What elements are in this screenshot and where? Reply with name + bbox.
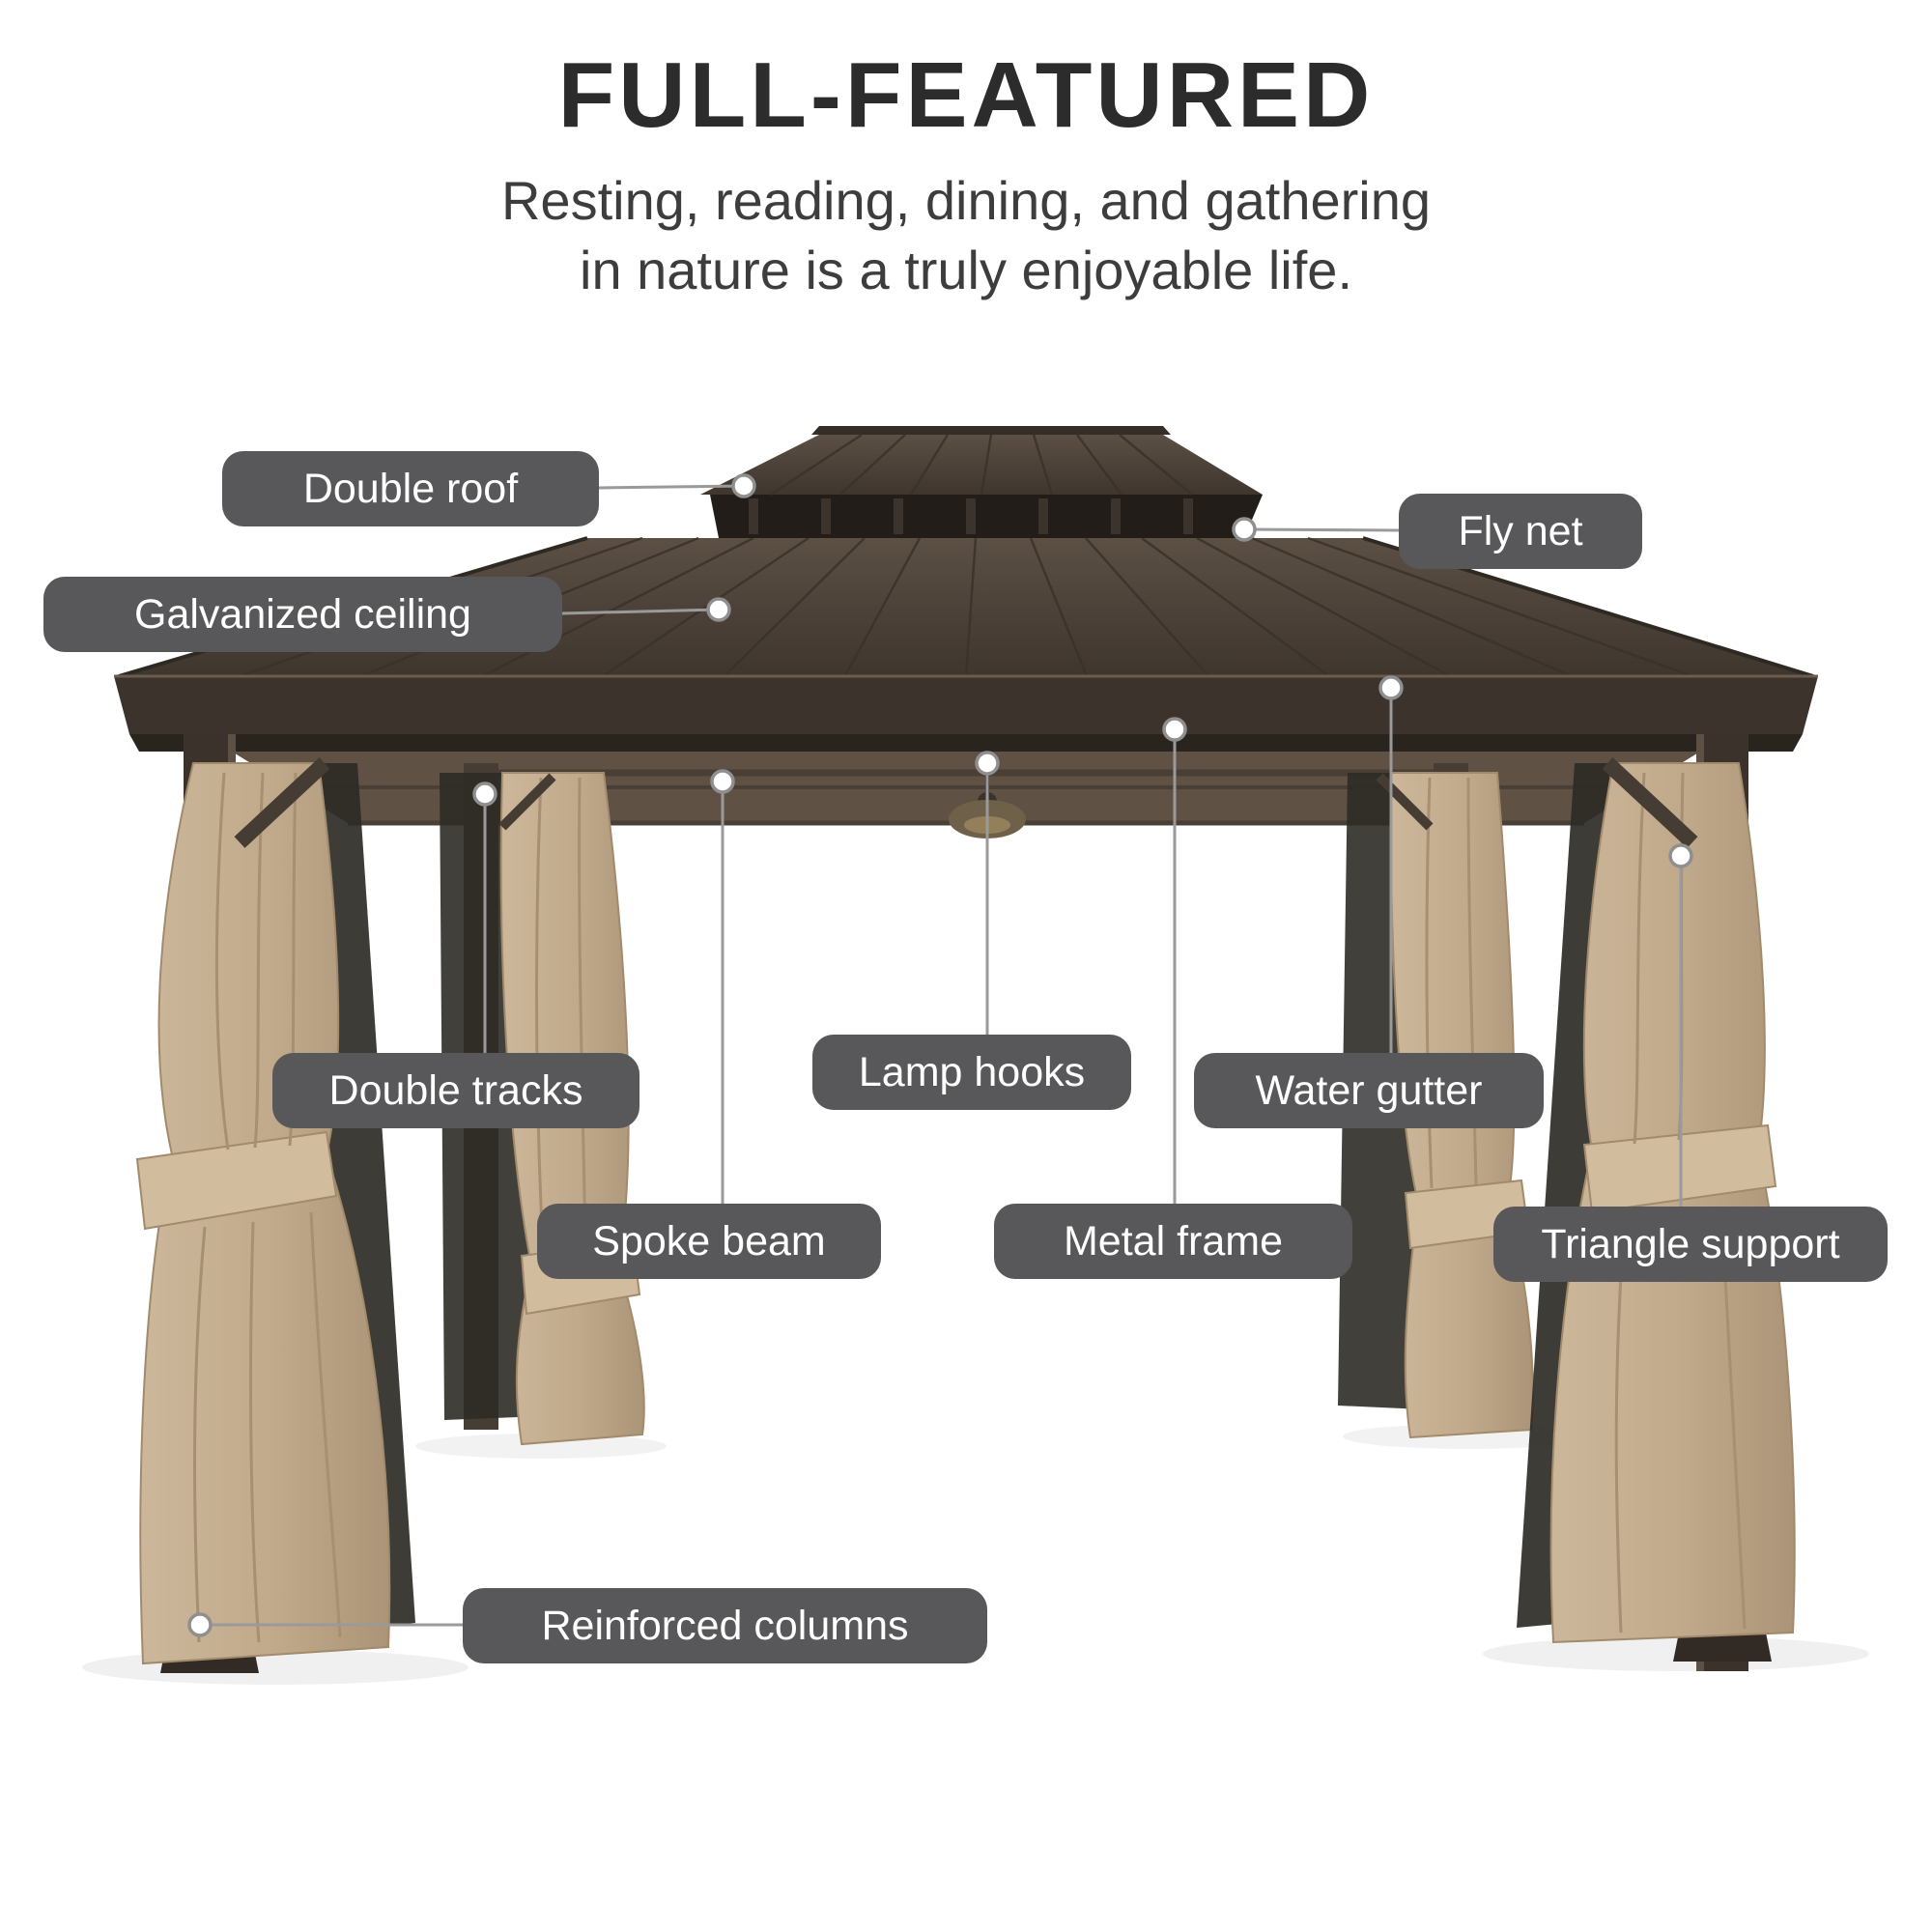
fly-net-band [710,495,1263,538]
callout-fly-net: Fly net [1399,494,1642,569]
callout-lamp-hooks: Lamp hooks [812,1035,1131,1110]
callout-double-tracks: Double tracks [272,1053,639,1128]
page-title: FULL-FEATURED [557,43,1375,147]
callout-metal-frame: Metal frame [994,1204,1352,1279]
triangle-supports [234,757,1698,848]
leader-double-roof [598,473,756,498]
ground-shadows [82,1424,1869,1685]
callout-water-gutter: Water gutter [1194,1053,1544,1128]
subtitle-line-2: in nature is a truly enjoyable life. [580,239,1352,300]
anchor-dot-spoke-beam [710,769,735,794]
leader-galvanized-ceiling [561,597,731,622]
anchor-dot-reinforced-columns [187,1612,213,1637]
callout-triangle-support: Triangle support [1493,1207,1888,1282]
callout-galvanized-ceiling: Galvanized ceiling [43,577,562,652]
leader-metal-frame [1162,717,1187,1204]
callout-spoke-beam: Spoke beam [537,1204,881,1279]
anchor-dot-fly-net [1232,517,1257,542]
leader-fly-net [1232,517,1400,542]
front-left-curtain [135,762,415,1665]
anchor-dot-water-gutter [1378,675,1404,700]
anchor-dot-double-roof [731,473,756,498]
leader-reinforced-columns [187,1612,463,1637]
anchor-dot-double-tracks [472,781,497,807]
anchor-dot-metal-frame [1162,717,1187,742]
callout-reinforced-columns: Reinforced columns [463,1588,987,1663]
leader-triangle-support [1668,843,1693,1207]
callout-double-roof: Double roof [222,451,599,526]
roof-panel-ribs [239,536,1693,678]
page-subtitle: Resting, reading, dining, and gathering … [0,166,1932,304]
subtitle-line-1: Resting, reading, dining, and gathering [500,170,1431,231]
anchor-dot-lamp-hooks [975,751,1000,776]
front-right-curtain [1517,762,1796,1644]
anchor-dot-triangle-support [1668,843,1693,868]
leader-water-gutter [1378,675,1404,1053]
leader-spoke-beam [710,769,735,1204]
leader-lamp-hooks [975,751,1000,1035]
leader-double-tracks [472,781,497,1053]
anchor-dot-galvanized-ceiling [706,597,731,622]
double-roof-top-tier [700,426,1263,497]
